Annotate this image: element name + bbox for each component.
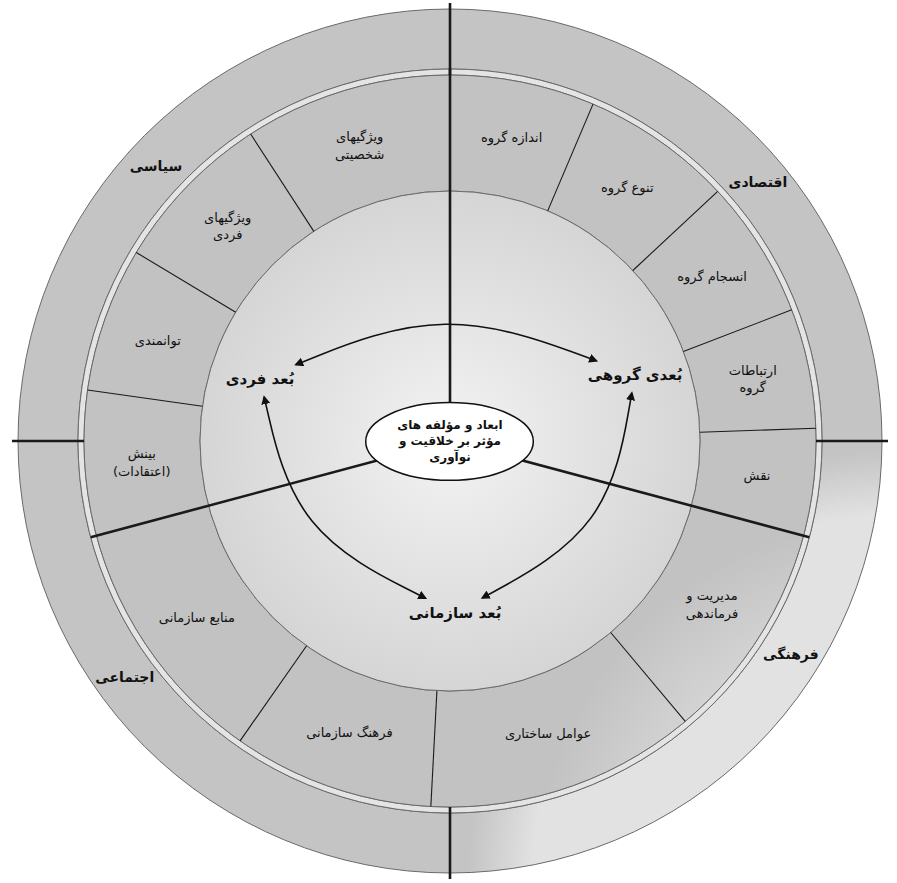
text-holder: نقش	[744, 467, 771, 485]
component-segment: ارتباطات گروه	[714, 360, 792, 399]
dimension-divider	[449, 69, 452, 441]
text-holder: عوامل ساختاری	[505, 725, 591, 743]
environment-band: اقتصادی	[725, 171, 792, 194]
node-text: عوامل ساختاری	[505, 725, 591, 743]
text-holder: بُعدی گروهی	[588, 365, 683, 385]
component-divider	[251, 134, 314, 231]
node-text: انسجام گروه	[677, 268, 747, 286]
component-divider	[611, 633, 686, 722]
text-holder: ارتباطات گروه	[718, 362, 788, 397]
node-text: نقش	[744, 467, 771, 485]
component-divider	[431, 691, 437, 807]
node-text: توانمندی	[135, 332, 181, 350]
node-text: ابعاد و مؤلفه های مؤثر بر خلاقیت و نوآور…	[394, 417, 506, 466]
environment-band: فرهنگی	[759, 643, 823, 666]
environment-band: اجتماعی	[91, 666, 158, 689]
node-text: فرهنگ سازمانی	[306, 724, 392, 742]
component-divider	[136, 252, 235, 312]
component-segment: ویژگیهای فردی	[184, 207, 272, 246]
component-divider	[633, 191, 718, 270]
text-holder: اندازه گروه	[481, 129, 542, 147]
dimension-sector: بُعد سازمانی	[405, 601, 506, 625]
text-holder: بینش (اعتقادات)	[102, 445, 182, 480]
component-divider	[683, 310, 791, 352]
center-ellipse: ابعاد و مؤلفه های مؤثر بر خلاقیت و نوآور…	[364, 401, 535, 482]
environment-band: سیاسی	[126, 155, 187, 178]
text-holder: فرهنگی	[763, 645, 819, 664]
node-text: بُعد فردی	[226, 369, 295, 389]
text-holder: تنوع گروه	[601, 179, 654, 197]
text-holder: ابعاد و مؤلفه های مؤثر بر خلاقیت و نوآور…	[394, 417, 506, 466]
component-segment: توانمندی	[131, 330, 185, 352]
outer-band	[18, 9, 882, 873]
quadrant-divider	[12, 440, 84, 443]
node-text: تنوع گروه	[601, 179, 654, 197]
quadrant-divider	[449, 3, 452, 75]
separator-ring	[78, 69, 822, 813]
node-text: سیاسی	[130, 157, 183, 176]
quadrant-divider	[816, 440, 888, 443]
text-holder: بُعد فردی	[226, 369, 295, 389]
text-holder: مدیریت و فرماندهی	[668, 587, 756, 622]
text-holder: توانمندی	[135, 332, 181, 350]
component-segment: اندازه گروه	[477, 127, 546, 149]
dimension-sector: بُعد فردی	[222, 367, 299, 391]
double-arrow	[296, 324, 597, 364]
text-holder: ویژگیهای فردی	[188, 209, 268, 244]
text-holder: ویژگیهای شخصیتی	[314, 128, 406, 163]
node-text: اقتصادی	[729, 173, 788, 192]
text-holder: منابع سازمانی	[159, 609, 235, 627]
component-segment: منابع سازمانی	[155, 607, 239, 629]
component-segment: بینش (اعتقادات)	[98, 443, 186, 482]
component-segment: ویژگیهای شخصیتی	[310, 126, 410, 165]
node-text: ویژگیهای شخصیتی	[314, 128, 406, 163]
quadrant-divider	[449, 807, 452, 879]
node-text: اندازه گروه	[481, 129, 542, 147]
text-holder: اقتصادی	[729, 173, 788, 192]
node-text: ارتباطات گروه	[718, 362, 788, 397]
component-segment: نقش	[740, 465, 775, 487]
component-segment: تنوع گروه	[597, 177, 658, 199]
node-text: اجتماعی	[95, 668, 154, 687]
component-segment: فرهنگ سازمانی	[302, 722, 396, 744]
component-segment: انسجام گروه	[673, 266, 751, 288]
component-segment: عوامل ساختاری	[501, 723, 595, 745]
component-divider	[240, 646, 307, 741]
text-holder: اجتماعی	[95, 668, 154, 687]
text-holder: فرهنگ سازمانی	[306, 724, 392, 742]
dimension-sector: بُعدی گروهی	[584, 363, 687, 387]
component-divider	[700, 428, 816, 432]
ellipse-shape	[366, 402, 534, 480]
node-text: مدیریت و فرماندهی	[668, 587, 756, 622]
text-holder: انسجام گروه	[677, 268, 747, 286]
text-holder: سیاسی	[130, 157, 183, 176]
node-text: ویژگیهای فردی	[188, 209, 268, 244]
component-divider	[88, 390, 203, 406]
node-text: بینش (اعتقادات)	[102, 445, 182, 480]
node-text: بُعد سازمانی	[409, 603, 502, 623]
component-segment: مدیریت و فرماندهی	[664, 585, 760, 624]
node-text: فرهنگی	[763, 645, 819, 664]
text-holder: بُعد سازمانی	[409, 603, 502, 623]
node-text: منابع سازمانی	[159, 609, 235, 627]
component-divider	[548, 104, 593, 211]
node-text: بُعدی گروهی	[588, 365, 683, 385]
